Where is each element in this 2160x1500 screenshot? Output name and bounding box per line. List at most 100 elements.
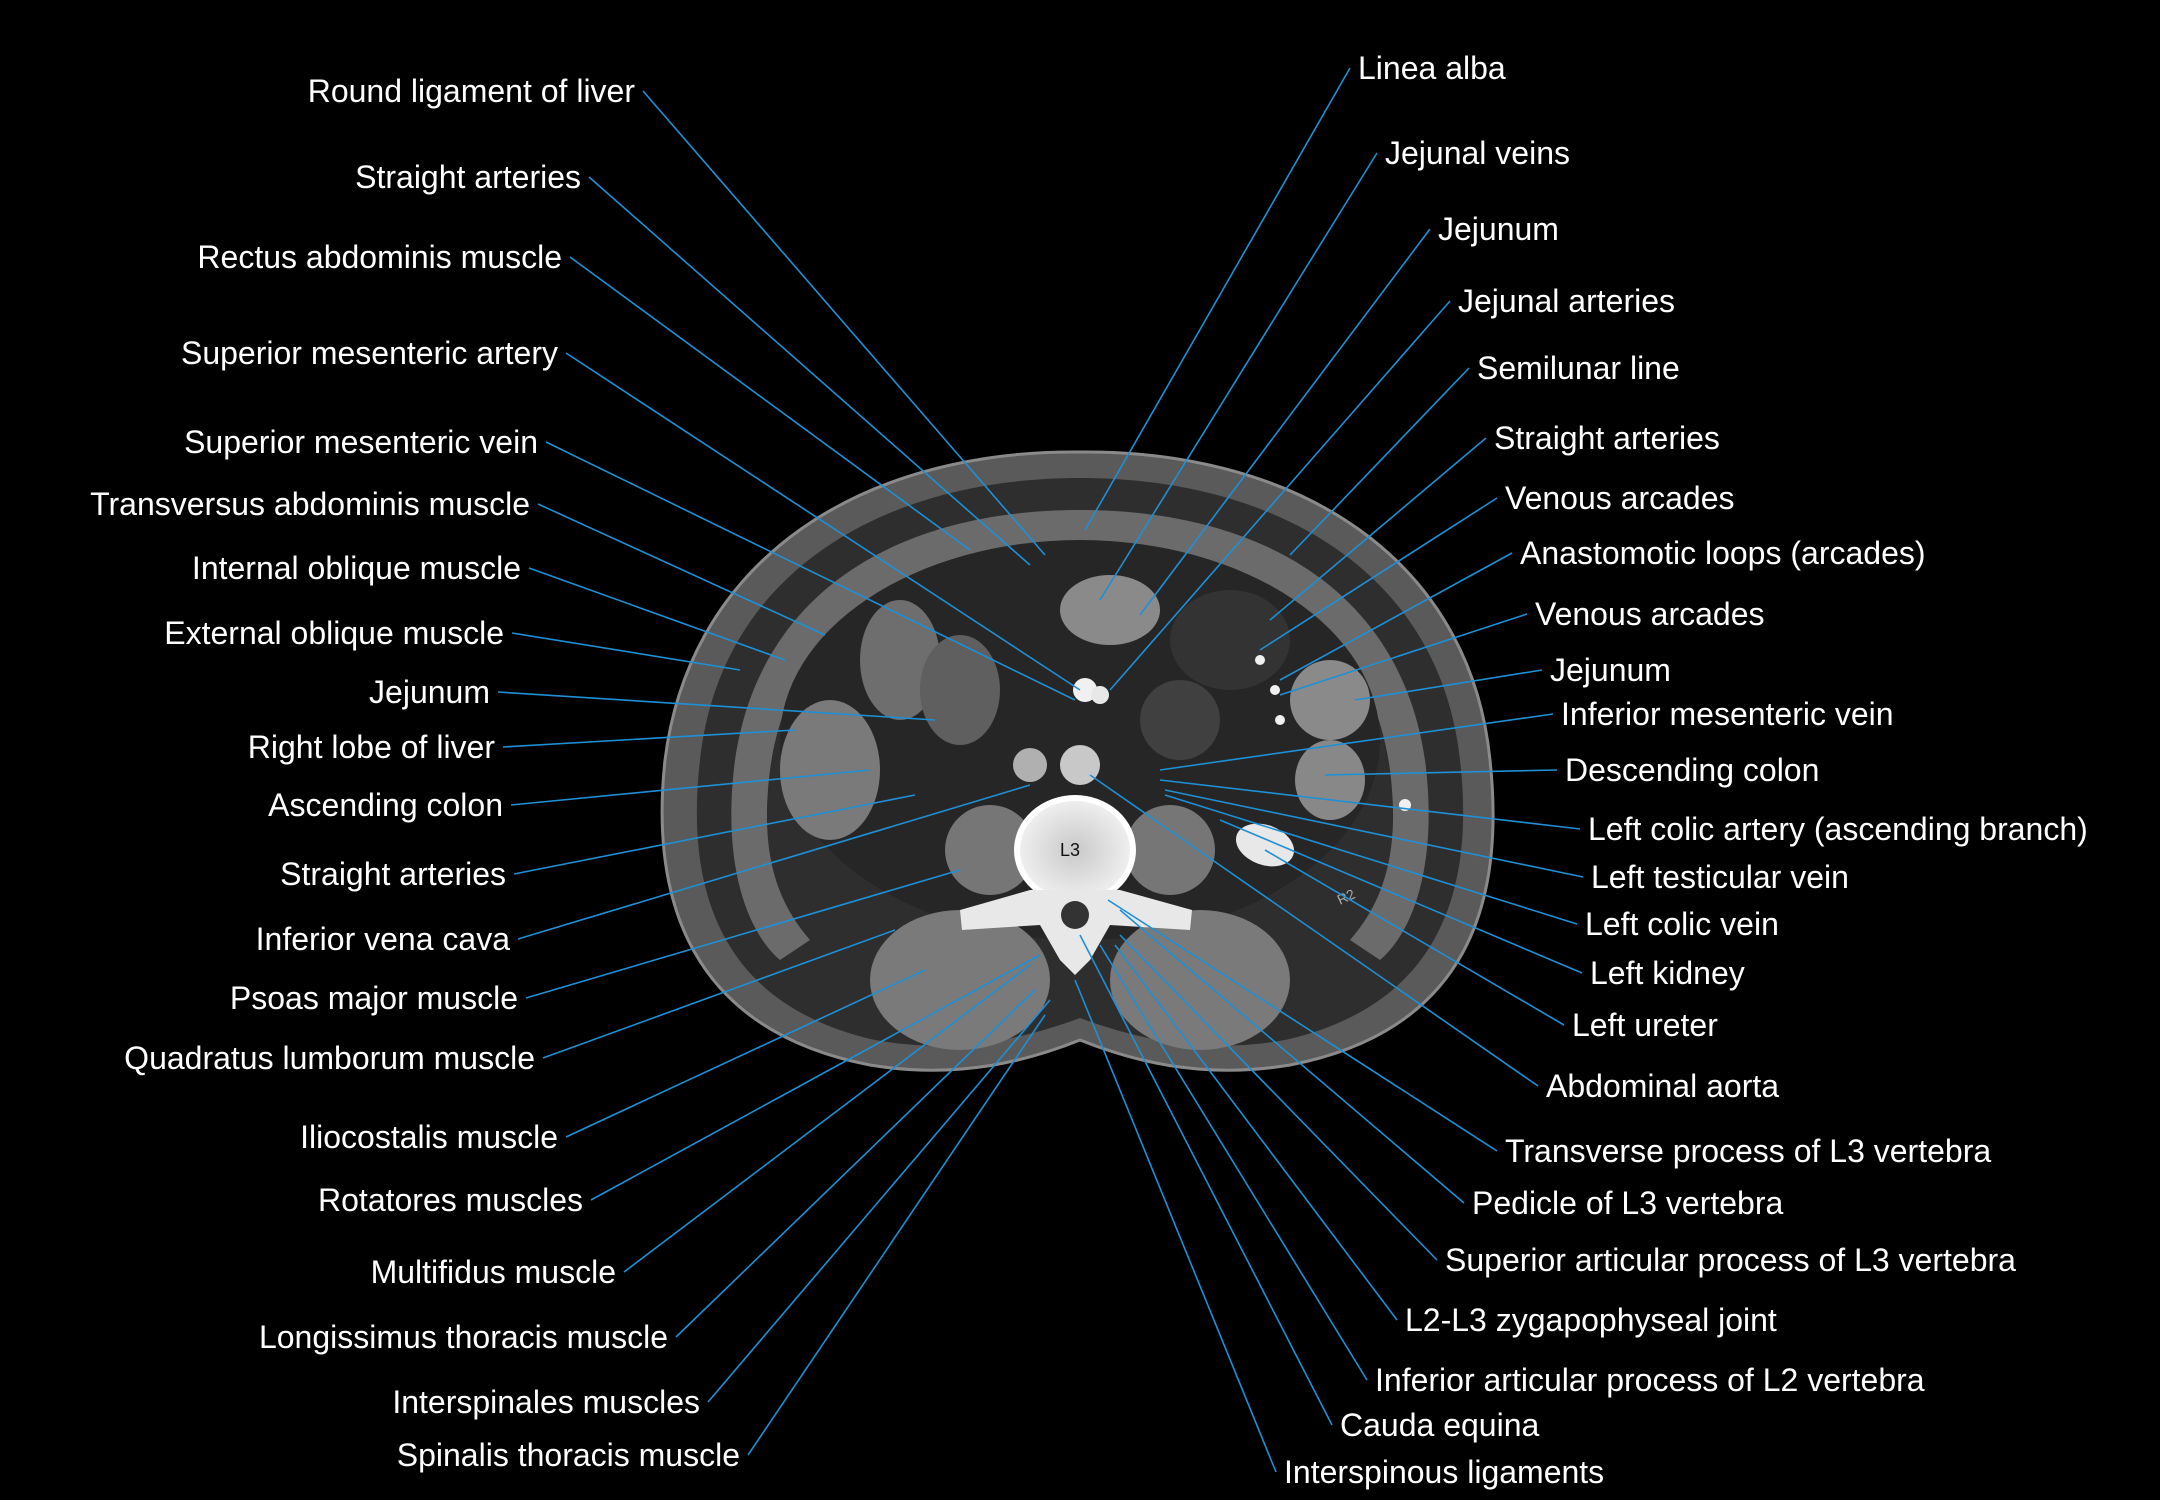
leader-line-right-lobe-of-liver [502, 729, 796, 748]
label-superior-mesenteric-vein: Superior mesenteric vein [184, 424, 538, 460]
label-left-colic-artery-ascending-branch: Left colic artery (ascending branch) [1588, 811, 2088, 847]
leader-line-jejunal-veins [1099, 152, 1378, 601]
leader-line-venous-arcades [1279, 613, 1528, 696]
leader-line-rotatores-muscles [590, 954, 1041, 1201]
label-spinalis-thoracis-muscle: Spinalis thoracis muscle [396, 1437, 740, 1473]
label-jejunum: Jejunum [1438, 211, 1559, 247]
label-left-kidney: Left kidney [1590, 955, 1745, 991]
leader-line-cauda-equina [1079, 934, 1333, 1426]
label-anastomotic-loops-arcades: Anastomotic loops (arcades) [1520, 535, 1926, 571]
label-straight-arteries: Straight arteries [355, 159, 581, 195]
leader-line-internal-oblique-muscle [528, 567, 786, 661]
label-interspinous-ligaments: Interspinous ligaments [1284, 1454, 1605, 1490]
label-linea-alba: Linea alba [1358, 50, 1506, 86]
vertebral-arch [960, 890, 1192, 975]
leader-line-longissimus-thoracis-muscle [675, 989, 1036, 1338]
leader-line-inferior-vena-cava [517, 784, 1031, 940]
psoas-right-shape [1125, 805, 1215, 895]
back-muscles-right [1110, 910, 1290, 1050]
leader-line-linea-alba [1084, 67, 1351, 531]
label-abdominal-aorta: Abdominal aorta [1546, 1068, 1780, 1104]
label-venous-arcades: Venous arcades [1535, 596, 1765, 632]
leader-line-superior-articular-process-of-l3-vertebra [1119, 934, 1438, 1261]
leader-line-pedicle-of-l3-vertebra [1119, 909, 1465, 1204]
label-semilunar-line: Semilunar line [1477, 350, 1680, 386]
label-pedicle-of-l3-vertebra: Pedicle of L3 vertebra [1472, 1185, 1784, 1221]
jejunum-shape [1060, 575, 1160, 645]
leader-line-transversus-abdominis-muscle [537, 503, 826, 636]
label-left-colic-vein: Left colic vein [1585, 906, 1779, 942]
kidney-shape [1235, 823, 1295, 867]
leader-line-round-ligament-of-liver [642, 90, 1046, 556]
label-transverse-process-of-l3-vertebra: Transverse process of L3 vertebra [1505, 1133, 1992, 1169]
leader-line-descending-colon [1324, 769, 1558, 776]
leader-line-left-colic-artery-ascending-branch [1159, 779, 1581, 830]
leader-line-inferior-articular-process-of-l2-vertebra [1099, 944, 1368, 1381]
label-psoas-major-muscle: Psoas major muscle [229, 980, 518, 1016]
ivc-shape [1013, 748, 1047, 782]
leader-line-l2-l3-zygapophyseal-joint [1114, 944, 1398, 1321]
leader-line-inferior-mesenteric-vein [1159, 713, 1554, 771]
label-inferior-mesenteric-vein: Inferior mesenteric vein [1561, 696, 1894, 732]
leader-line-venous-arcades [1259, 497, 1498, 651]
liver-shape [780, 700, 880, 840]
label-venous-arcades: Venous arcades [1505, 480, 1735, 516]
leader-line-external-oblique-muscle [511, 632, 741, 671]
label-multifidus-muscle: Multifidus muscle [370, 1254, 616, 1290]
leader-line-left-kidney [1219, 819, 1583, 974]
label-left-testicular-vein: Left testicular vein [1591, 859, 1849, 895]
label-interspinales-muscles: Interspinales muscles [392, 1384, 700, 1420]
label-quadratus-lumborum-muscle: Quadratus lumborum muscle [124, 1040, 535, 1076]
leader-line-interspinous-ligaments [1074, 979, 1277, 1473]
label-longissimus-thoracis-muscle: Longissimus thoracis muscle [258, 1319, 668, 1355]
leader-line-semilunar-line [1289, 367, 1470, 556]
leader-line-spinalis-thoracis-muscle [747, 1014, 1046, 1456]
label-jejunal-arteries: Jejunal arteries [1458, 283, 1675, 319]
label-iliocostalis-muscle: Iliocostalis muscle [300, 1119, 558, 1155]
leader-line-rectus-abdominis-muscle [569, 256, 971, 551]
back-muscles-left [870, 910, 1050, 1050]
label-round-ligament-of-liver: Round ligament of liver [307, 73, 635, 109]
leader-line-jejunum [1139, 228, 1431, 616]
leader-line-straight-arteries [513, 794, 916, 875]
leader-line-iliocostalis-muscle [565, 969, 926, 1138]
label-jejunal-veins: Jejunal veins [1385, 135, 1570, 171]
label-descending-colon: Descending colon [1565, 752, 1820, 788]
label-superior-mesenteric-artery: Superior mesenteric artery [180, 335, 558, 371]
label-cauda-equina: Cauda equina [1340, 1407, 1540, 1443]
leader-line-jejunum [1354, 669, 1543, 701]
leader-line-transverse-process-of-l3-vertebra [1107, 899, 1498, 1152]
label-right-lobe-of-liver: Right lobe of liver [247, 729, 495, 765]
vertebra-level-label: L3 [1060, 840, 1080, 860]
label-jejunum: Jejunum [369, 674, 490, 710]
leader-line-multifidus-muscle [623, 964, 1031, 1273]
label-inferior-articular-process-of-l2-vertebra: Inferior articular process of L2 vertebr… [1375, 1362, 1925, 1398]
leader-line-superior-mesenteric-vein [545, 441, 1076, 701]
psoas-left-shape [945, 805, 1035, 895]
leader-line-quadratus-lumborum-muscle [542, 929, 896, 1059]
leader-line-left-colic-vein [1164, 794, 1578, 925]
leader-line-jejunum [497, 691, 936, 721]
label-l2-l3-zygapophyseal-joint: L2-L3 zygapophyseal joint [1405, 1302, 1777, 1338]
leader-line-interspinales-muscles [707, 999, 1051, 1403]
label-external-oblique-muscle: External oblique muscle [164, 615, 504, 651]
label-left-ureter: Left ureter [1572, 1007, 1718, 1043]
label-straight-arteries: Straight arteries [280, 856, 506, 892]
label-straight-arteries: Straight arteries [1494, 420, 1720, 456]
label-rectus-abdominis-muscle: Rectus abdominis muscle [197, 239, 562, 275]
label-internal-oblique-muscle: Internal oblique muscle [191, 550, 521, 586]
label-superior-articular-process-of-l3-vertebra: Superior articular process of L3 vertebr… [1445, 1242, 2016, 1278]
leader-line-left-ureter [1264, 849, 1565, 1026]
label-transversus-abdominis-muscle: Transversus abdominis muscle [90, 486, 530, 522]
leader-line-psoas-major-muscle [525, 869, 961, 999]
label-jejunum: Jejunum [1550, 652, 1671, 688]
label-rotatores-muscles: Rotatores muscles [318, 1182, 583, 1218]
leader-line-ascending-colon [510, 769, 871, 806]
leader-line-straight-arteries [588, 176, 1031, 566]
label-inferior-vena-cava: Inferior vena cava [255, 921, 510, 957]
leader-line-abdominal-aorta [1089, 774, 1539, 1087]
leader-line-superior-mesenteric-artery [565, 352, 1081, 691]
